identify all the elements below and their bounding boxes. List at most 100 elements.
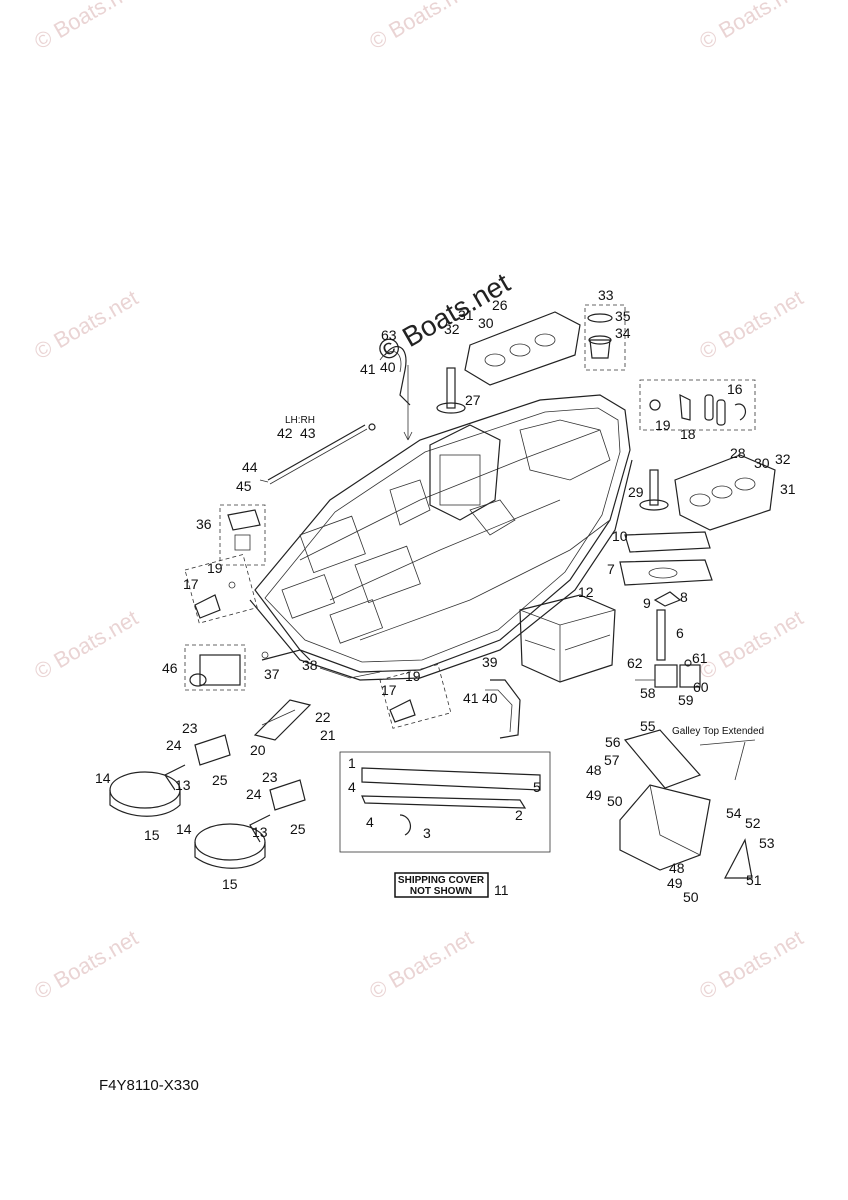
callout-61: 61 [692,650,708,666]
callout-59: 59 [678,692,694,708]
callout-40: 40 [380,359,396,375]
callout-36: 36 [196,516,212,532]
callout-18: 18 [680,426,696,442]
callout-19: 19 [207,560,223,576]
callout-8: 8 [680,589,688,605]
callout-19: 19 [405,668,421,684]
callout-32: 32 [444,321,460,337]
callout-49: 49 [586,787,602,803]
callout-58: 58 [640,685,656,701]
callout-40: 40 [482,690,498,706]
callout-13: 13 [175,777,191,793]
callout-17: 17 [381,682,397,698]
watermark: © Boats.net [365,925,477,1004]
shipping-note-line2: NOT SHOWN [410,886,472,897]
part-39-41-handle [485,679,521,739]
callout-28: 28 [730,445,746,461]
watermark: © Boats.net [695,925,807,1004]
part-50-galley-base [619,784,711,871]
callout-24: 24 [246,786,262,802]
watermark: © Boats.net [30,0,142,54]
callout-13: 13 [252,824,268,840]
shipping-cover-box: SHIPPING COVER NOT SHOWN [394,872,489,898]
part-17-19-upper [184,553,258,624]
callout-30: 30 [478,315,494,331]
galley-note: Galley Top Extended [672,726,764,737]
part-1-5-box [339,751,551,853]
callout-57: 57 [604,752,620,768]
callout-41: 41 [360,361,376,377]
watermark: © Boats.net [695,605,807,684]
boat-hull-drawing [249,365,633,681]
callout-32: 32 [775,451,791,467]
callout-48: 48 [669,860,685,876]
callout-44: 44 [242,459,258,475]
callout-37: 37 [264,666,280,682]
part-27-post [436,367,466,414]
part-58-62 [635,659,701,688]
callout-62: 62 [627,655,643,671]
callout-11: 11 [494,882,509,898]
callout-5: 5 [533,779,541,795]
part-26-tray [464,311,581,386]
part-33-cupholder [584,304,626,371]
part-46-plate [184,644,246,691]
part-55-galley-top [623,729,756,789]
callout-54: 54 [726,805,742,821]
callout-3: 3 [423,825,431,841]
watermark: © Boats.net [695,0,807,54]
callout-27: 27 [465,392,481,408]
callout-23: 23 [182,720,198,736]
watermark: © Boats.net [30,605,142,684]
callout-30: 30 [754,455,770,471]
callout-38: 38 [302,657,318,673]
callout-17: 17 [183,576,199,592]
callout-9: 9 [643,595,651,611]
callout-22: 22 [315,709,331,725]
callout-24: 24 [166,737,182,753]
callout-15: 15 [144,827,160,843]
callout-2: 2 [515,807,523,823]
callout-19: 19 [655,417,671,433]
watermark: © Boats.net [30,925,142,1004]
callout-60: 60 [693,679,709,695]
callout-16: 16 [727,381,743,397]
callout-34: 34 [615,325,631,341]
part-28-tray [674,454,776,531]
callout-6: 6 [676,625,684,641]
callout-12: 12 [578,584,594,600]
callout-15: 15 [222,876,238,892]
callout-52: 52 [745,815,761,831]
callout-14: 14 [95,770,111,786]
shipping-note-line1: SHIPPING COVER [398,875,485,886]
callout-10: 10 [612,528,628,544]
part-10-7-panels [619,531,713,586]
part-37-38 [261,649,311,661]
part-23-steps [194,734,306,811]
part-20-22-bracket [253,699,312,741]
watermark: © Boats.net [365,0,477,54]
callout-25: 25 [290,821,306,837]
callout-42: 42 [277,425,293,441]
part-63-handle [379,345,411,406]
callout-33: 33 [598,287,614,303]
callout-49: 49 [667,875,683,891]
callout-45: 45 [236,478,252,494]
callout-25: 25 [212,772,228,788]
callout-21: 21 [320,727,336,743]
callout-50: 50 [607,793,623,809]
callout-53: 53 [759,835,775,851]
callout-50: 50 [683,889,699,905]
callout-63: 63 [381,327,397,343]
callout-14: 14 [176,821,192,837]
callout-31: 31 [458,307,474,323]
callout-20: 20 [250,742,266,758]
part-17-19-lower [379,663,452,729]
callout-7: 7 [607,561,615,577]
callout-41: 41 [463,690,479,706]
part-14-seats [109,764,271,869]
part-12-cooler [519,594,616,683]
watermark: © Boats.net [695,285,807,364]
callout-43: 43 [300,425,316,441]
